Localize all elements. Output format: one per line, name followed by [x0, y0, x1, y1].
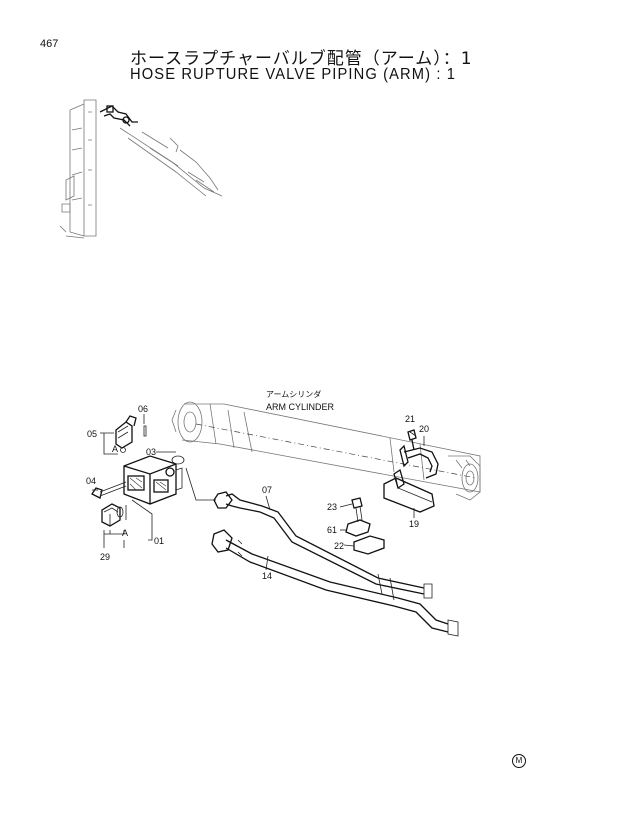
connector-fitting [101, 503, 124, 527]
callout-04: 04 [86, 476, 96, 486]
bracket-bolt [351, 497, 363, 523]
ref-a-top: A [112, 444, 118, 454]
manufacturer-mark: M [512, 754, 526, 768]
callout-19: 19 [409, 519, 419, 529]
arm-cylinder-label-jp: アームシリンダ [266, 389, 321, 399]
callout-29: 29 [100, 552, 110, 562]
callout-07: 07 [262, 485, 272, 495]
title-japanese: ホースラプチャーバルブ配管（アーム）：1 [130, 49, 473, 69]
arm-cylinder-label-en: ARM CYLINDER [266, 402, 335, 412]
callout-61: 61 [327, 525, 337, 535]
pipe-14 [211, 529, 459, 637]
spacer [345, 519, 371, 537]
callout-21: 21 [405, 414, 415, 424]
pipe-07 [213, 491, 433, 599]
callout-01: 01 [154, 536, 164, 546]
arm-cylinder [171, 401, 481, 501]
callout-20: 20 [419, 424, 429, 434]
callout-14: 14 [262, 571, 272, 581]
clamp-bolt [407, 429, 417, 451]
clamp-band [399, 444, 439, 479]
elbow-fitting [115, 415, 137, 453]
ref-a-bottom: A [122, 528, 128, 538]
hose-rupture-valve [123, 455, 185, 505]
title-english: HOSE RUPTURE VALVE PIPING (ARM) : 1 [130, 66, 457, 83]
plate [353, 535, 385, 555]
leader-lines [92, 414, 425, 571]
callout-06: 06 [138, 404, 148, 414]
mounting-bracket [383, 468, 435, 513]
small-fitting [143, 425, 147, 437]
callout-05: 05 [87, 429, 97, 439]
callout-03: 03 [146, 447, 156, 457]
page-number: 467 [40, 38, 59, 50]
callout-23: 23 [327, 502, 337, 512]
callout-22: 22 [334, 541, 344, 551]
overview-sketch [59, 99, 223, 239]
